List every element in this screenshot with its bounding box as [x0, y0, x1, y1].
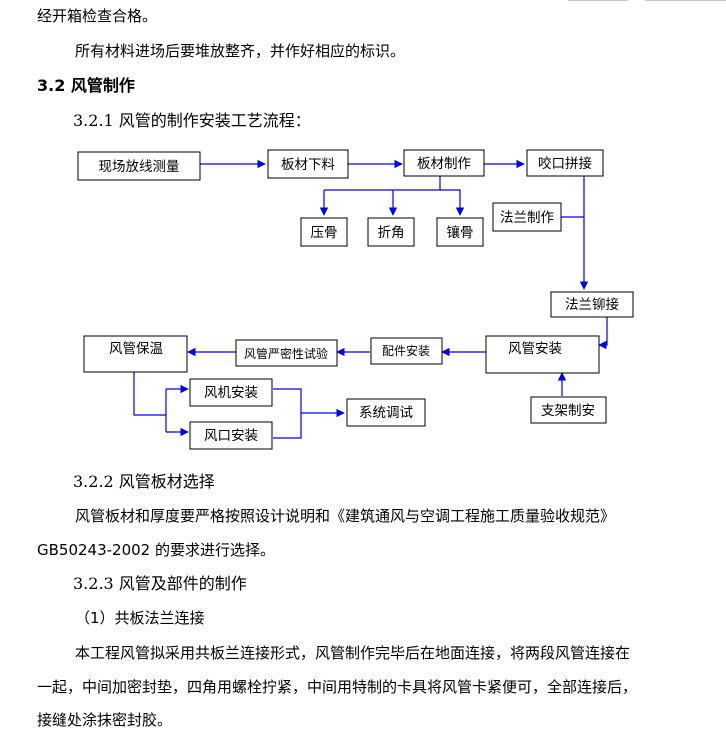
label-zhijia: 支架制安 — [541, 403, 595, 419]
label-yanmi: 风管严密性试验 — [244, 346, 328, 361]
label-falan-zhizuo: 法兰制作 — [500, 210, 554, 226]
label-yaokou: 咬口拼接 — [538, 155, 592, 172]
paragraph-material-selection-1: 风管板材和厚度要严格按照设计说明和《建筑通风与空调工程施工质量验收规范》 — [75, 507, 616, 525]
label-fengji: 风机安装 — [204, 385, 258, 401]
label-yagu: 压骨 — [311, 225, 338, 241]
merge-line — [273, 388, 302, 439]
box-tiaoshi — [346, 398, 426, 427]
box-xianggu — [436, 217, 484, 247]
label-falan-maojie: 法兰铆接 — [565, 296, 619, 313]
box-fengguan-anzhuang — [485, 335, 600, 374]
label-peijian: 配件安装 — [382, 343, 430, 358]
box-falan-zhizuo — [492, 202, 562, 232]
paragraph-connection-2: 一起，中间加密封垫，四角用螺栓拧紧，中间用特制的卡具将风管卡紧便可，全部连接后， — [37, 678, 638, 696]
paragraph-continuation: 经开箱检查合格。 — [37, 7, 158, 25]
box-zhijia — [530, 396, 607, 424]
box-fengji — [189, 378, 273, 407]
paragraph-connection-1: 本工程风管拟采用共板兰连接形式，风管制作完毕后在地面连接，将两段风管连接在 — [75, 644, 631, 662]
arrow-to-fengguan-anzhuang — [598, 317, 608, 350]
box-fengkou — [189, 421, 273, 450]
flow-connectors — [133, 159, 608, 439]
heading-3-2-3: 3.2.3 风管及部件的制作 — [73, 574, 247, 593]
box-baowen — [83, 335, 188, 373]
label-bancai-zhizuo: 板材制作 — [417, 156, 471, 172]
baowen-branch — [133, 372, 166, 416]
arrow-to-xianggu — [440, 189, 465, 216]
paragraph-materials: 所有材料进场后要堆放整齐，并作好相应的标识。 — [75, 42, 406, 60]
label-tiaoshi: 系统调试 — [359, 405, 413, 421]
paragraph-connection-3: 接缝处涂抹密封胶。 — [37, 711, 173, 729]
box-yanmi — [235, 339, 338, 367]
box-bancai-xialiao — [267, 149, 349, 179]
heading-3-2-1: 3.2.1 风管的制作安装工艺流程： — [73, 111, 311, 130]
paragraph-material-selection-2: GB50243-2002 的要求进行选择。 — [37, 541, 275, 559]
box-zhejiao — [367, 217, 415, 247]
label-zhejiao: 折角 — [378, 225, 405, 241]
box-peijian — [370, 337, 443, 365]
label-xianggu: 镶骨 — [447, 224, 474, 241]
label-fengkou: 风口安装 — [204, 428, 258, 444]
heading-3-2: 3.2 风管制作 — [37, 76, 135, 95]
header-rule-left — [568, 0, 628, 1]
heading-3-2-2: 3.2.2 风管板材选择 — [73, 472, 215, 491]
box-yagu — [300, 217, 348, 247]
label-fengguan-anzhuang: 风管安装 — [508, 341, 562, 357]
box-xianchang — [77, 151, 201, 181]
subheading-gongban-falan: （1）共板法兰连接 — [75, 609, 205, 627]
label-bancai-xialiao: 板材下料 — [281, 157, 335, 173]
header-rule-right — [645, 0, 726, 1]
label-baowen: 风管保温 — [109, 341, 163, 357]
box-falan-maojie — [550, 291, 634, 318]
box-bancai-zhizuo — [403, 149, 485, 177]
box-yaokou — [526, 149, 604, 177]
label-xianchang: 现场放线测量 — [99, 159, 180, 175]
